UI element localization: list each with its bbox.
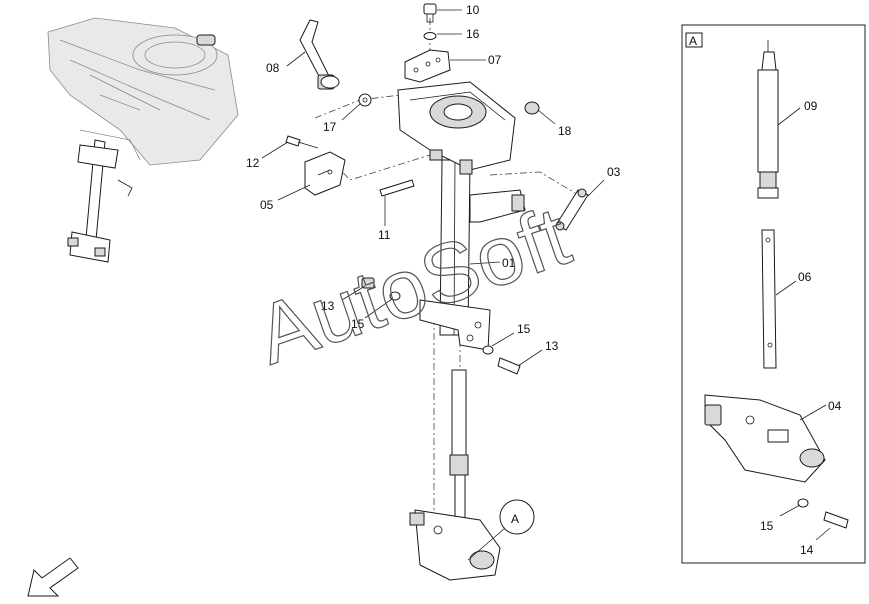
part-label-15a: 15 bbox=[351, 317, 365, 331]
direction-arrow-icon bbox=[27, 557, 79, 597]
part-label-17: 17 bbox=[323, 120, 337, 134]
part-label-13a: 13 bbox=[321, 299, 335, 313]
part-label-07: 07 bbox=[488, 53, 502, 67]
part-label-11: 11 bbox=[378, 228, 391, 242]
detail-callout-a-label: A bbox=[511, 512, 519, 526]
part-label-18: 18 bbox=[558, 124, 572, 138]
part-label-10: 10 bbox=[466, 3, 480, 17]
part-label-12: 12 bbox=[246, 156, 260, 170]
part-label-06: 06 bbox=[798, 270, 812, 284]
part-label-15c: 15 bbox=[760, 519, 774, 533]
steering-column-assembly bbox=[285, 3, 589, 581]
part-label-05: 05 bbox=[260, 198, 274, 212]
part-label-03: 03 bbox=[607, 165, 621, 179]
part-label-15b: 15 bbox=[517, 322, 531, 336]
tractor-overview-illustration bbox=[47, 17, 239, 263]
part-number-labels: 10 16 07 08 17 18 12 05 11 03 01 13 15 1… bbox=[246, 3, 842, 557]
detail-callout-a: A bbox=[467, 499, 535, 561]
part-label-09: 09 bbox=[804, 99, 818, 113]
leader-lines bbox=[261, 9, 831, 541]
watermark-text: AutoSoft bbox=[245, 188, 580, 382]
part-label-08: 08 bbox=[266, 61, 280, 75]
detail-inset-a: A bbox=[681, 24, 866, 564]
inset-label: A bbox=[689, 34, 697, 48]
part-label-13b: 13 bbox=[545, 339, 559, 353]
part-label-01: 01 bbox=[502, 256, 516, 270]
part-label-16: 16 bbox=[466, 27, 480, 41]
watermark: AutoSoft bbox=[245, 188, 581, 383]
part-label-14: 14 bbox=[800, 543, 814, 557]
part-label-04: 04 bbox=[828, 399, 842, 413]
